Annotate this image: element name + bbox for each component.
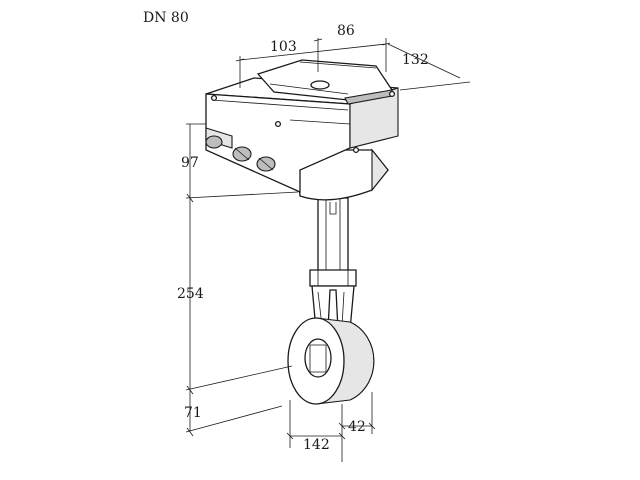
dim-ring-thickness-label: 42 [348, 419, 366, 435]
dim-ring-diameter-label: 142 [303, 437, 330, 453]
dim-width-right-label: 86 [337, 23, 355, 39]
device-illustration [205, 59, 399, 405]
dimension-lines [185, 38, 471, 462]
dim-depth-label: 132 [402, 52, 429, 68]
dim-lower-height-label: 71 [184, 405, 202, 421]
drawing-title: DN 80 [143, 10, 189, 26]
cable-glands [205, 127, 276, 172]
dim-head-height-label: 97 [181, 155, 199, 171]
dim-neck-length-label: 254 [177, 286, 204, 302]
housing-head [205, 59, 399, 194]
head-base [297, 148, 389, 201]
dim-width-left-label: 103 [270, 39, 297, 55]
wafer-ring [287, 317, 375, 405]
neck [309, 197, 357, 331]
